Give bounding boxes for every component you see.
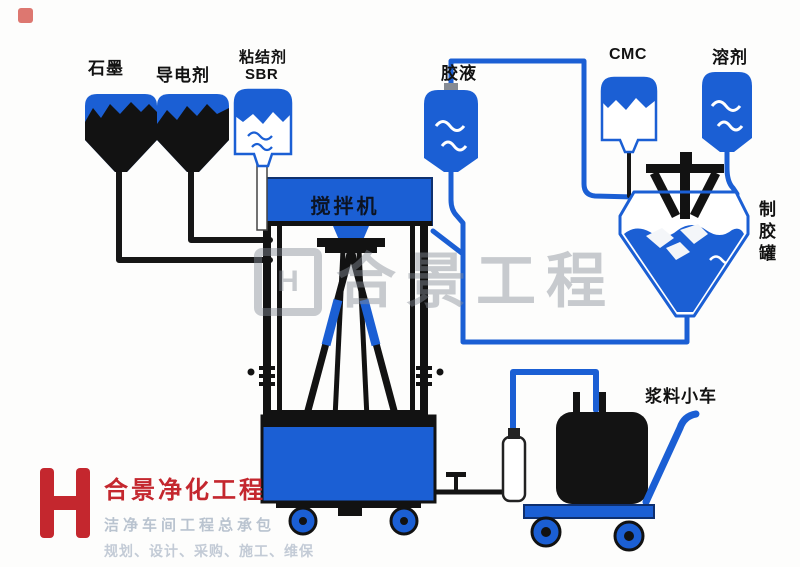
tank-liquid <box>624 225 744 312</box>
conductive-agent-hopper <box>157 94 229 172</box>
binder-label: 粘结剂 <box>239 49 288 66</box>
cart-feed-pipe <box>510 369 599 435</box>
solvent-label: 溶剂 <box>712 48 748 67</box>
slurry-cart-label: 浆料小车 <box>645 387 717 406</box>
cart-platform <box>523 504 655 519</box>
solvent-pipe <box>724 147 740 197</box>
cart-tank <box>556 412 648 504</box>
hydraulic-cylinder <box>321 298 343 347</box>
mixer-header <box>257 177 433 226</box>
cart-inlet-pipe <box>599 392 606 416</box>
container-fill <box>602 78 656 110</box>
jack-screw-right <box>416 360 444 394</box>
pump-bottle <box>501 435 527 503</box>
brand-logo-icon <box>38 466 92 540</box>
hopper-powder <box>85 102 157 172</box>
glue-liquid-pipe <box>448 167 690 345</box>
mixer-leg <box>277 225 282 415</box>
solvent-container <box>702 72 752 152</box>
container-fill <box>235 90 291 124</box>
tank-agitator <box>646 152 724 219</box>
hydraulic-cylinder <box>359 298 381 347</box>
mixer-label: 搅拌机 <box>310 196 380 218</box>
cmc-label: CMC <box>609 46 647 63</box>
container-body <box>702 72 752 152</box>
mixer-beam <box>263 410 428 417</box>
conductive-pipe <box>188 163 273 243</box>
tank-to-glue-top-pipe <box>448 58 637 200</box>
cmc-chunk <box>646 228 674 248</box>
cart-inlet-pipe <box>573 392 580 416</box>
corner-stamp-icon <box>18 8 33 23</box>
mixer-header-base <box>258 221 432 226</box>
mixer-wheel <box>389 506 419 536</box>
mixer-head-clamp <box>325 247 377 253</box>
mixer-leg <box>420 225 428 415</box>
jack-screw-left <box>247 360 275 394</box>
agitator-arm <box>649 170 681 219</box>
cmc-container <box>600 76 658 154</box>
graphite-hopper <box>85 94 157 172</box>
mixer-discharge <box>338 504 362 516</box>
cart-wheel <box>613 520 645 552</box>
liquid-wave <box>440 140 468 152</box>
glue-branch-pipe <box>430 228 466 257</box>
pump-bottle-cap <box>508 428 520 439</box>
cmc-chunk <box>666 242 690 260</box>
graphite-label: 石墨 <box>88 59 124 78</box>
sbr-container <box>233 88 293 231</box>
brand-services: 规划、设计、采购、施工、维保 <box>104 543 314 559</box>
cmc-chunk <box>680 224 708 244</box>
brand-name: 合景净化工程 <box>104 477 266 504</box>
liquid-wave <box>716 120 744 132</box>
glue-making-tank <box>618 152 750 318</box>
brand-tagline: 洁净车间工程总承包 <box>104 517 276 534</box>
pipes <box>116 58 740 495</box>
mixer-machine <box>247 177 444 536</box>
brand-footer: 合景净化工程 洁净车间工程总承包 规划、设计、采购、施工、维保 <box>38 466 314 561</box>
mixer-leg <box>410 225 415 415</box>
mixer-wheel <box>288 506 318 536</box>
mixer-leg <box>263 225 271 415</box>
container-body <box>424 90 478 172</box>
mixer-bowl-rim <box>262 416 435 427</box>
agitator-arm <box>689 170 721 219</box>
cart-handle <box>642 410 700 506</box>
mixer-neck <box>333 226 369 240</box>
liquid-wave <box>710 100 742 112</box>
cart-wheel <box>530 516 562 548</box>
glue-liquid-label: 胶液 <box>441 64 477 83</box>
mixer-head-clamp <box>317 238 385 247</box>
hopper-powder <box>157 104 229 172</box>
mixer-shafts <box>302 249 400 419</box>
glue-tank-label: 制胶罐 <box>756 200 775 266</box>
conductive-agent-label: 导电剂 <box>156 66 210 85</box>
valve-handle <box>446 472 466 477</box>
glue-liquid-container <box>424 83 478 172</box>
liquid-wave <box>434 120 466 132</box>
container-cap <box>444 83 458 91</box>
slurry-cart <box>501 392 700 552</box>
tank-outline <box>618 190 750 318</box>
graphite-pipe <box>116 163 273 263</box>
liquid-wave <box>247 131 273 141</box>
sbr-label: SBR <box>245 66 279 83</box>
liquid-wave <box>251 142 273 152</box>
brand-text-block: 合景净化工程 洁净车间工程总承包 规划、设计、采购、施工、维保 <box>104 466 314 561</box>
